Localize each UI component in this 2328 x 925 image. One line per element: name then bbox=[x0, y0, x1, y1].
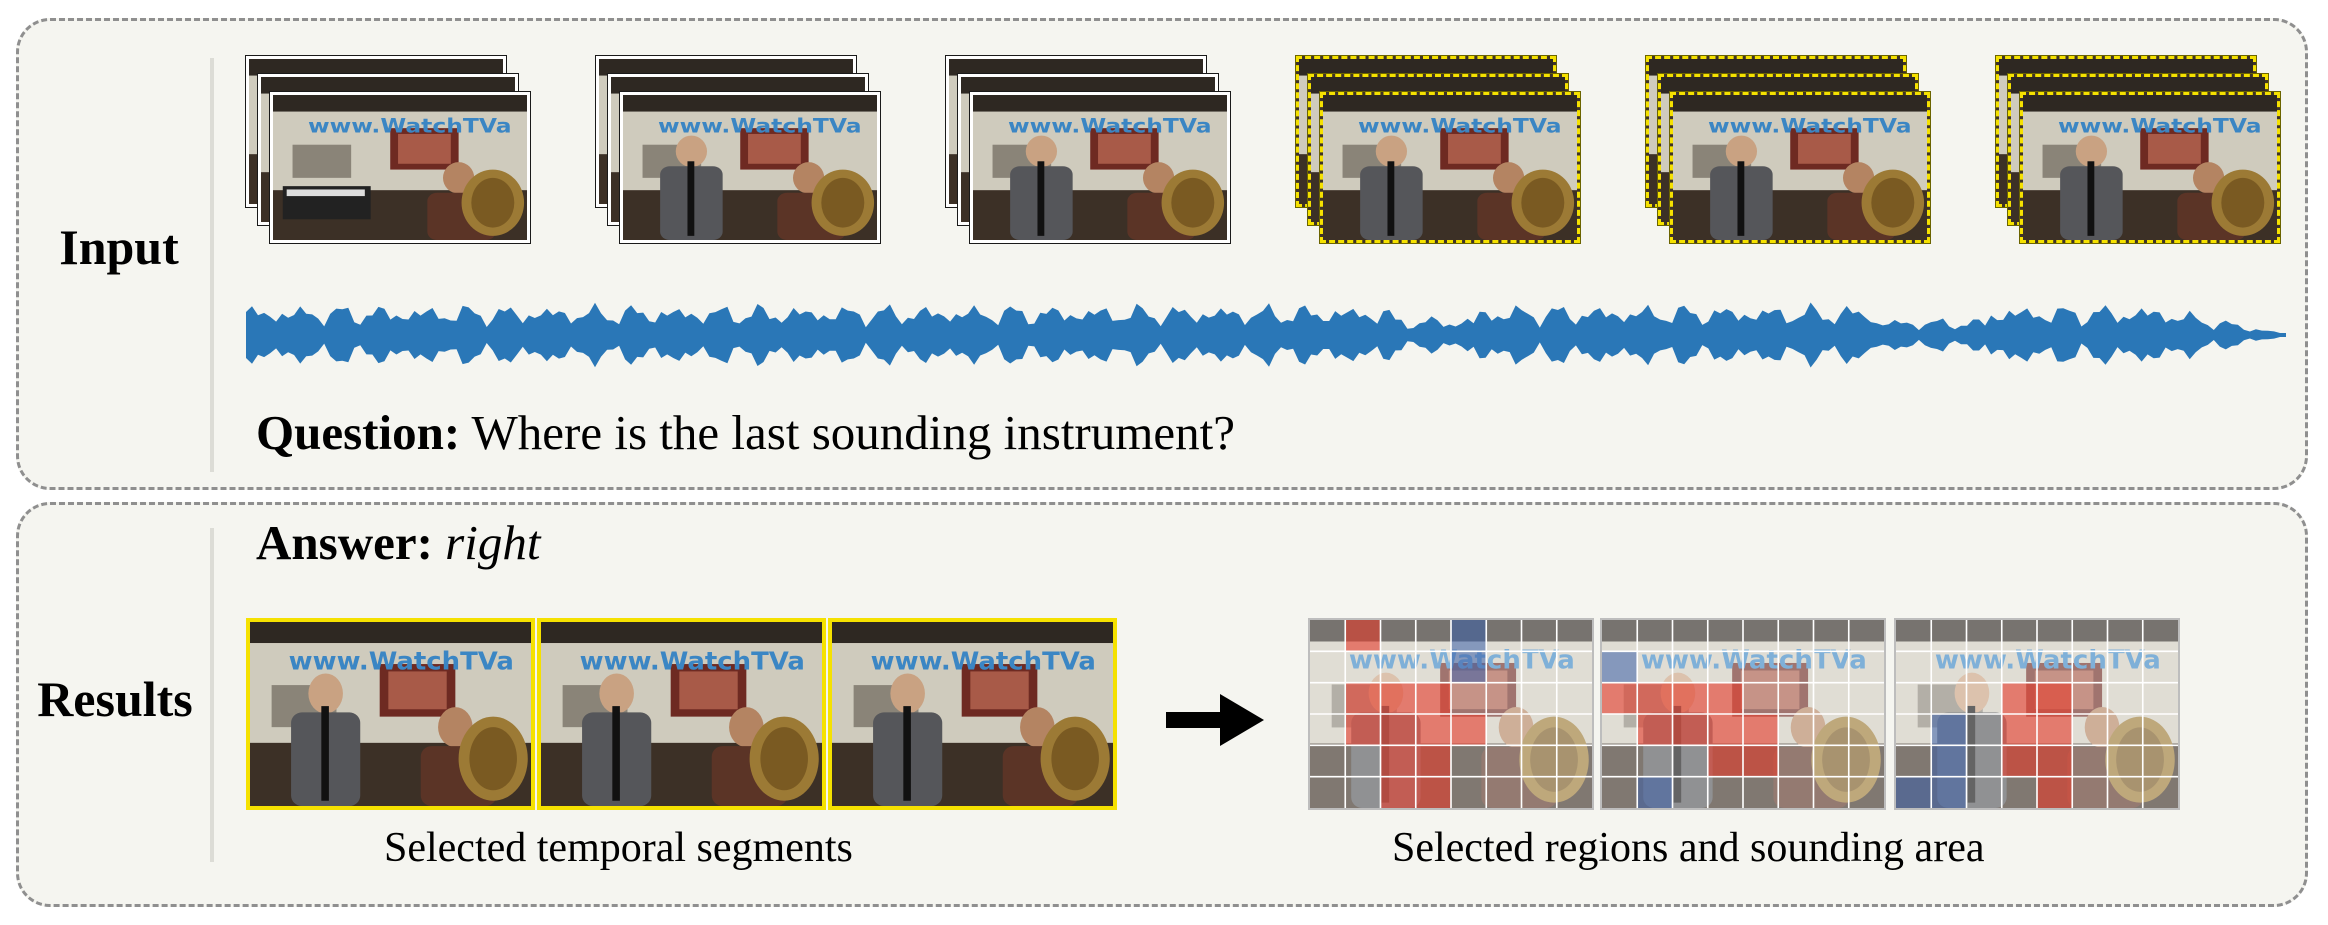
audio-waveform bbox=[246, 302, 2286, 368]
input-label: Input bbox=[59, 219, 179, 275]
input-divider bbox=[210, 58, 214, 472]
input-frame: www.WatchTVa bbox=[970, 92, 1230, 243]
selected-frame: www.WatchTVa bbox=[246, 618, 535, 810]
selected-frame: www.WatchTVa bbox=[537, 618, 826, 810]
question-prefix: Question: bbox=[256, 405, 461, 460]
svg-text:www.WatchTVa: www.WatchTVa bbox=[1935, 645, 2161, 675]
input-frame: www.WatchTVa bbox=[2020, 92, 2280, 243]
region-grid-frame: www.WatchTVa bbox=[1894, 618, 2180, 810]
question-text: Question: Where is the last sounding ins… bbox=[256, 404, 1235, 461]
input-frame: www.WatchTVa bbox=[1670, 92, 1930, 243]
selected-frame: www.WatchTVa bbox=[828, 618, 1117, 810]
answer-prefix: Answer: bbox=[256, 515, 433, 570]
temporal-caption: Selected temporal segments bbox=[384, 825, 853, 871]
region-grid-frame: www.WatchTVa bbox=[1308, 618, 1594, 810]
svg-text:www.WatchTVa: www.WatchTVa bbox=[1708, 115, 1912, 138]
results-divider bbox=[210, 528, 214, 862]
svg-text:www.WatchTVa: www.WatchTVa bbox=[580, 647, 805, 677]
svg-text:www.WatchTVa: www.WatchTVa bbox=[1008, 115, 1212, 138]
input-frame: www.WatchTVa bbox=[1320, 92, 1580, 243]
svg-text:www.WatchTVa: www.WatchTVa bbox=[289, 647, 514, 677]
svg-text:www.WatchTVa: www.WatchTVa bbox=[658, 115, 862, 138]
input-frame: www.WatchTVa bbox=[270, 92, 530, 243]
right-arrow-icon bbox=[1166, 694, 1264, 746]
svg-text:www.WatchTVa: www.WatchTVa bbox=[1641, 645, 1867, 675]
svg-text:www.WatchTVa: www.WatchTVa bbox=[871, 647, 1096, 677]
svg-text:www.WatchTVa: www.WatchTVa bbox=[2058, 115, 2262, 138]
regions-caption: Selected regions and sounding area bbox=[1392, 825, 1985, 871]
answer-text: Answer: right bbox=[256, 514, 540, 571]
waveform-shape bbox=[246, 302, 2286, 368]
question-body: Where is the last sounding instrument? bbox=[460, 405, 1235, 460]
results-label: Results bbox=[37, 671, 193, 727]
svg-text:www.WatchTVa: www.WatchTVa bbox=[1358, 115, 1562, 138]
input-frame: www.WatchTVa bbox=[620, 92, 880, 243]
svg-text:www.WatchTVa: www.WatchTVa bbox=[308, 115, 512, 138]
region-grid-frame: www.WatchTVa bbox=[1600, 618, 1886, 810]
answer-value: right bbox=[445, 515, 541, 570]
